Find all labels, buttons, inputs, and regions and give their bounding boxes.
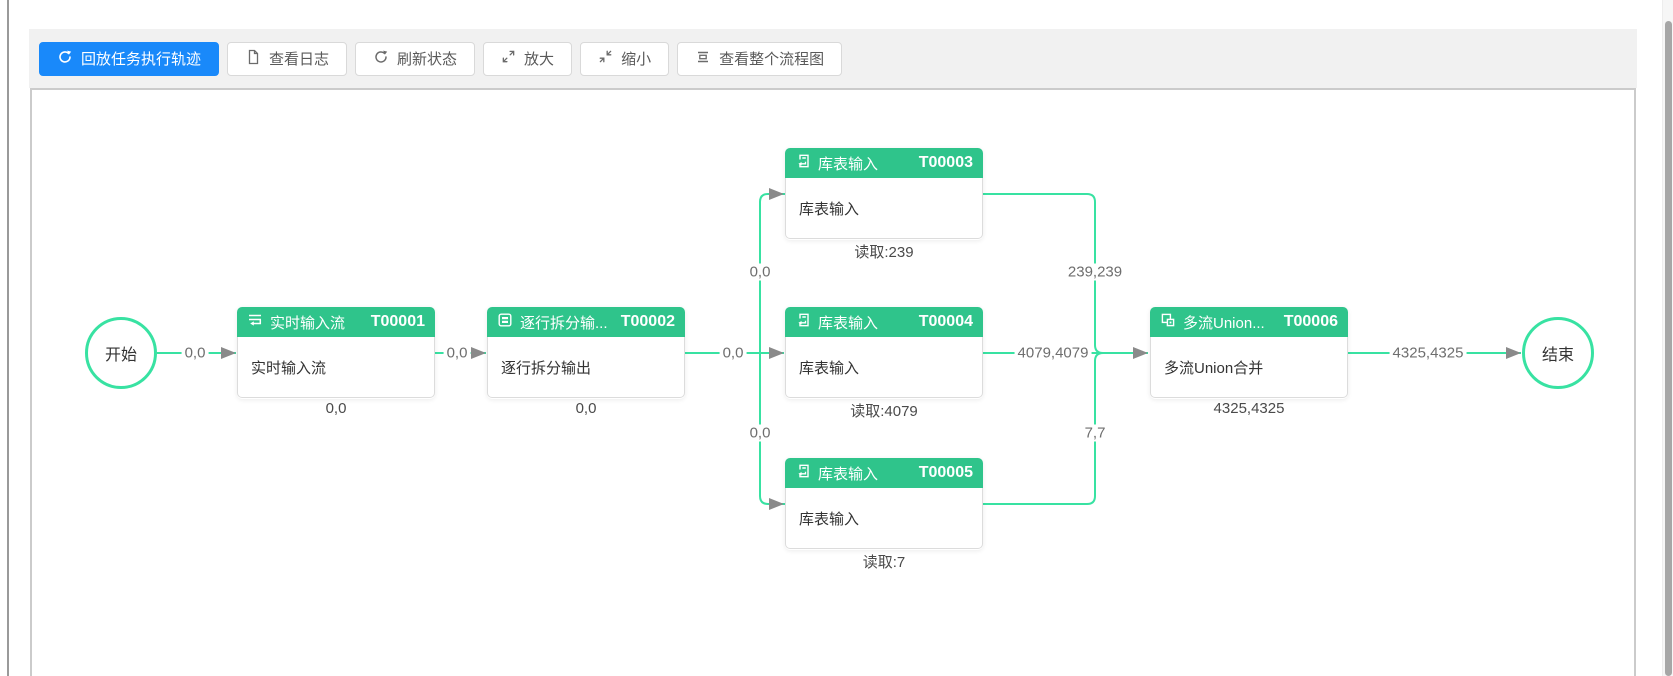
overview-icon — [695, 49, 711, 69]
flow-node-t00005[interactable]: 库表输入 T00005 库表输入 — [785, 458, 983, 550]
union-merge-icon — [1160, 312, 1176, 333]
document-icon — [245, 49, 261, 69]
node-header: 库表输入 T00005 — [785, 458, 983, 488]
node-stat-t00001: 0,0 — [325, 400, 347, 417]
edge-label: 0,0 — [746, 263, 774, 281]
view-full-flowchart-button[interactable]: 查看整个流程图 — [677, 41, 843, 76]
node-id: T00004 — [918, 313, 973, 330]
edge-label: 0,0 — [719, 344, 747, 362]
node-id: T00001 — [370, 313, 425, 330]
node-body: 实时输入流 — [237, 337, 435, 398]
node-title: 库表输入 — [818, 155, 879, 173]
row-split-icon — [497, 312, 513, 333]
node-title: 多流Union... — [1183, 314, 1265, 332]
node-header: 库表输入 T00004 — [785, 307, 983, 337]
flow-node-t00004[interactable]: 库表输入 T00004 库表输入 — [785, 307, 983, 399]
edge-label: 0,0 — [181, 344, 209, 362]
node-id: T00006 — [1283, 313, 1338, 330]
edge-label: 4325,4325 — [1389, 344, 1467, 362]
node-body-label: 多流Union合并 — [1164, 359, 1264, 377]
replay-trace-label: 回放任务执行轨迹 — [81, 51, 202, 68]
node-body: 库表输入 — [785, 178, 983, 239]
zoom-out-button[interactable]: 缩小 — [580, 41, 670, 76]
node-title: 逐行拆分输... — [520, 314, 608, 332]
node-body-label: 库表输入 — [799, 359, 860, 377]
stream-input-icon — [247, 312, 263, 333]
node-stat-t00003: 读取:239 — [854, 244, 914, 261]
node-header: 逐行拆分输... T00002 — [487, 307, 685, 337]
flow-node-t00006[interactable]: 多流Union... T00006 多流Union合并 — [1150, 307, 1348, 399]
edge-label: 7,7 — [1081, 424, 1109, 442]
edge-label: 239,239 — [1064, 263, 1126, 281]
refresh-status-label: 刷新状态 — [397, 51, 458, 68]
replay-trace-button[interactable]: 回放任务执行轨迹 — [39, 41, 220, 76]
toolbar: 回放任务执行轨迹 查看日志 刷新状态 放大 缩小 — [29, 29, 1637, 88]
node-body: 库表输入 — [785, 337, 983, 398]
edge-label: 4079,4079 — [1014, 344, 1092, 362]
table-input-icon — [795, 153, 811, 174]
node-body-label: 库表输入 — [799, 200, 860, 218]
edge-label: 0,0 — [746, 424, 774, 442]
refresh-status-button[interactable]: 刷新状态 — [355, 41, 476, 76]
node-title: 库表输入 — [818, 465, 879, 483]
refresh-icon — [373, 49, 389, 69]
node-body-label: 实时输入流 — [251, 359, 327, 377]
node-stat-t00004: 读取:4079 — [850, 403, 918, 420]
node-stat-t00006: 4325,4325 — [1213, 400, 1285, 417]
zoom-in-icon — [501, 49, 516, 68]
node-title: 实时输入流 — [270, 314, 346, 332]
node-id: T00005 — [918, 464, 973, 481]
node-id: T00002 — [620, 313, 675, 330]
flow-node-t00003[interactable]: 库表输入 T00003 库表输入 — [785, 148, 983, 240]
start-label: 开始 — [104, 347, 137, 364]
view-full-flowchart-label: 查看整个流程图 — [719, 51, 825, 68]
vertical-scrollbar[interactable] — [1662, 0, 1673, 676]
flow-node-t00002[interactable]: 逐行拆分输... T00002 逐行拆分输出 — [487, 307, 685, 399]
end-node[interactable]: 结束 — [1522, 317, 1594, 389]
start-node[interactable]: 开始 — [85, 317, 157, 389]
node-body-label: 库表输入 — [799, 510, 860, 528]
node-header: 多流Union... T00006 — [1150, 307, 1348, 337]
zoom-out-label: 缩小 — [621, 51, 652, 68]
node-id: T00003 — [918, 154, 973, 171]
view-log-label: 查看日志 — [269, 51, 330, 68]
zoom-in-label: 放大 — [524, 51, 555, 68]
node-stat-t00002: 0,0 — [575, 400, 597, 417]
table-input-icon — [795, 463, 811, 484]
node-body: 库表输入 — [785, 488, 983, 549]
zoom-in-button[interactable]: 放大 — [483, 41, 573, 76]
flow-node-t00001[interactable]: 实时输入流 T00001 实时输入流 — [237, 307, 435, 399]
node-header: 库表输入 T00003 — [785, 148, 983, 178]
node-body: 逐行拆分输出 — [487, 337, 685, 398]
edge-label: 0,0 — [443, 344, 471, 362]
node-stat-t00005: 读取:7 — [862, 554, 906, 571]
table-input-icon — [795, 312, 811, 333]
node-body-label: 逐行拆分输出 — [501, 359, 592, 377]
node-header: 实时输入流 T00001 — [237, 307, 435, 337]
zoom-out-icon — [598, 49, 613, 68]
window-left-edge — [7, 0, 9, 676]
view-log-button[interactable]: 查看日志 — [227, 41, 348, 76]
node-body: 多流Union合并 — [1150, 337, 1348, 398]
node-title: 库表输入 — [818, 314, 879, 332]
scrollbar-thumb[interactable] — [1665, 21, 1672, 676]
end-label: 结束 — [1541, 347, 1574, 364]
replay-icon — [57, 49, 73, 69]
